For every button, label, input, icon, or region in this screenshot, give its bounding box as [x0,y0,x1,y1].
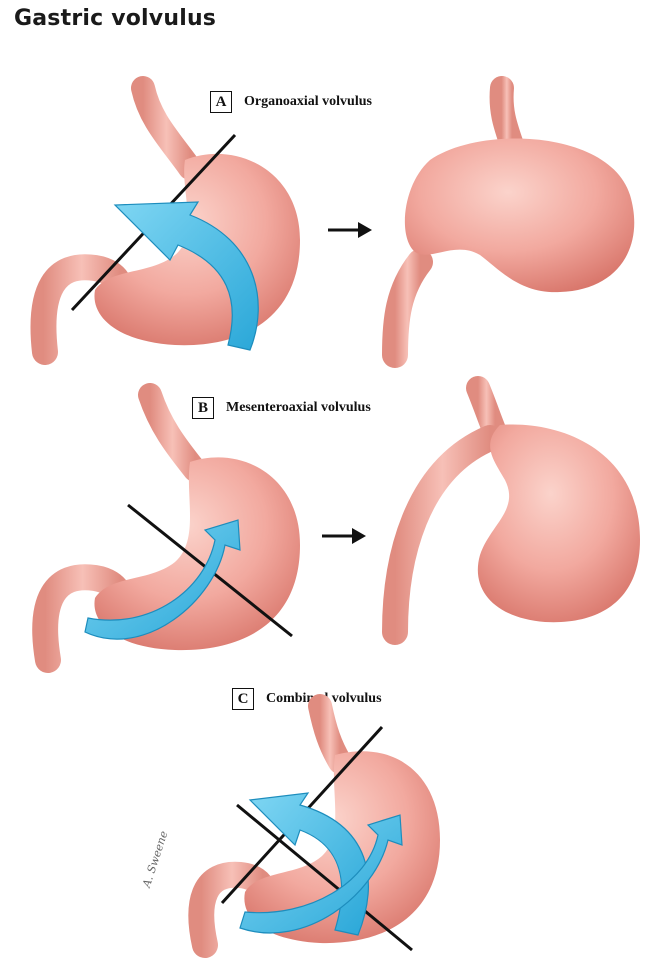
esophagus-a1 [143,88,190,168]
transform-arrow-b [322,528,366,544]
panel-c-combined-stomach [201,706,440,950]
panel-a-volvulus-stomach [395,88,634,355]
panel-b-volvulus-stomach [395,388,640,632]
panel-b-normal-stomach [45,395,300,660]
transform-arrow-a [328,222,372,238]
panel-a-normal-stomach [43,88,300,352]
